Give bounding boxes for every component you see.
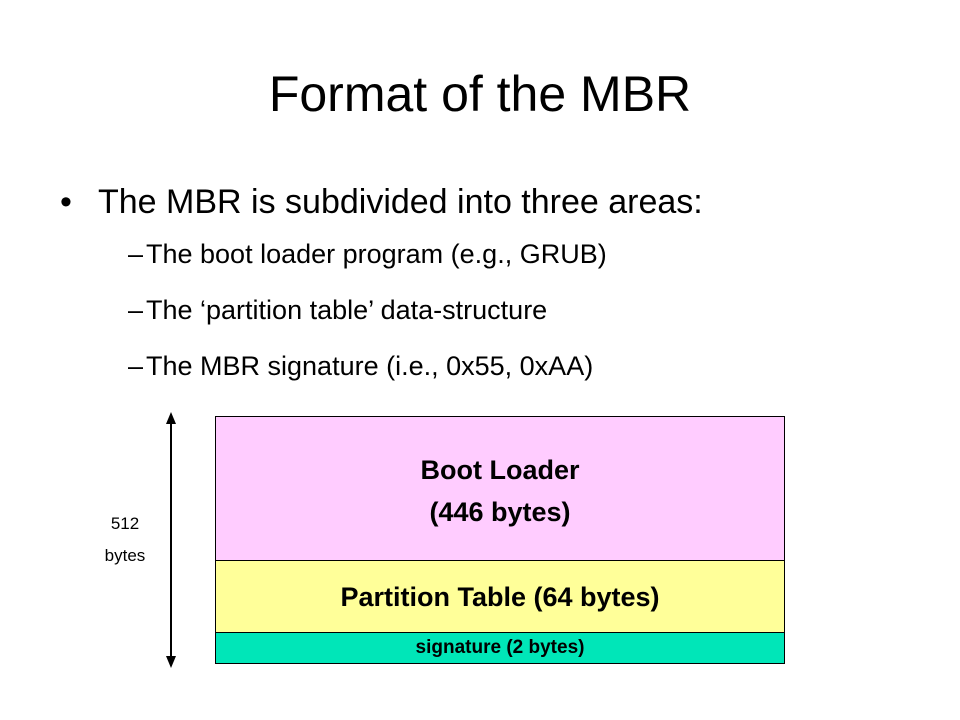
main-bullet-text: The MBR is subdivided into three areas: [98,183,703,221]
dash-icon: – [128,239,144,269]
boot-loader-block: Boot Loader (446 bytes) [215,416,785,561]
bullet-icon: • [60,183,72,221]
signature-label: signature (2 bytes) [415,637,585,658]
sub-bullet-boot-loader: –The boot loader program (e.g., GRUB) [128,236,607,272]
partition-table-label: Partition Table (64 bytes) [340,582,660,612]
signature-block: signature (2 bytes) [215,632,785,664]
sub-bullet-text: The ‘partition table’ data-structure [146,295,548,325]
partition-table-block: Partition Table (64 bytes) [215,560,785,633]
sub-bullet-partition-table: –The ‘partition table’ data-structure [128,292,547,328]
double-arrow-icon [166,412,176,668]
size-label-number: 512 [110,514,140,533]
sub-bullet-signature: –The MBR signature (i.e., 0x55, 0xAA) [128,348,593,384]
size-label-unit: bytes [104,546,146,565]
dash-icon: – [128,351,144,381]
sub-bullet-text: The boot loader program (e.g., GRUB) [146,239,607,269]
boot-loader-label: Boot Loader [420,455,580,485]
dash-icon: – [128,295,144,325]
boot-loader-size: (446 bytes) [429,497,571,527]
sub-bullet-text: The MBR signature (i.e., 0x55, 0xAA) [146,351,594,381]
slide-title: Format of the MBR [268,66,692,122]
